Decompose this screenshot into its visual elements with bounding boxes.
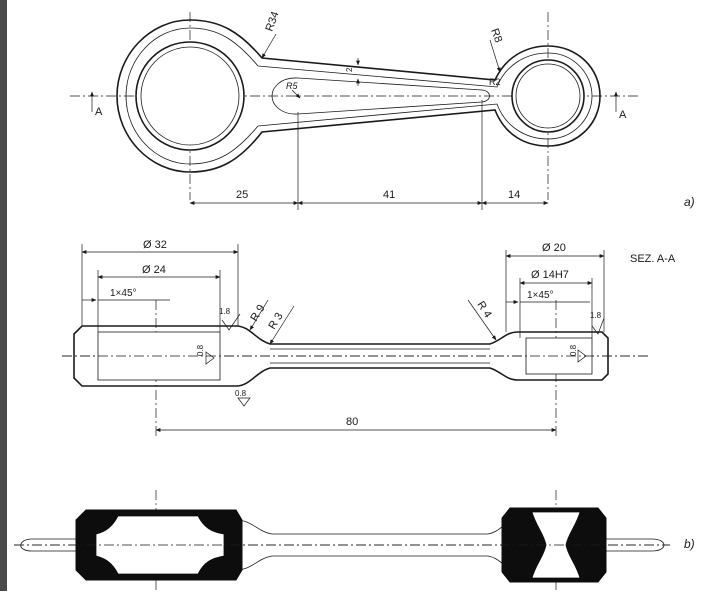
- figure-b-forging-view: b): [14, 490, 695, 591]
- r3-label: R 3: [266, 311, 285, 332]
- dim-80-label: 80: [346, 416, 358, 428]
- svg-text:0.8: 0.8: [196, 344, 205, 356]
- big-end-bore-outer: [135, 41, 245, 151]
- left-border-bar: [0, 0, 7, 591]
- roughness-symbol-1: 1.8: [219, 307, 241, 331]
- rod-outer-contour: [116, 19, 601, 173]
- r5-label: R5: [286, 81, 298, 91]
- section-title: SEZ. A-A: [630, 253, 676, 265]
- r8-label: R8: [488, 27, 504, 44]
- figure-a-plan-view: A A R34 R8 R5 R2 2 25 41 14 a): [70, 10, 695, 210]
- dim-25-label: 25: [236, 189, 248, 201]
- flash-tab-right: [603, 538, 665, 552]
- big-end-bore-inner: [140, 46, 240, 146]
- r34-leader: [261, 33, 277, 59]
- dim-dia20-label: Ø 20: [542, 242, 566, 254]
- dim-dia24-label: Ø 24: [142, 264, 166, 276]
- rib-width-label: 2: [345, 67, 354, 72]
- web-pocket: [271, 77, 490, 115]
- dim-14-label: 14: [508, 189, 520, 201]
- section-a-a-view: SEZ. A-A Ø 32: [62, 239, 676, 438]
- section-body-hatched: [73, 325, 609, 387]
- svg-text:0.8: 0.8: [235, 389, 247, 398]
- r2-label: R2: [489, 77, 501, 87]
- dim-dia14h7-label: Ø 14H7: [531, 269, 569, 281]
- roughness-symbol-5: 0.8: [569, 344, 587, 363]
- figure-a-caption: a): [684, 195, 695, 209]
- r8-leader: [489, 39, 501, 73]
- svg-text:1.8: 1.8: [590, 311, 602, 320]
- r9-leader: [249, 299, 269, 331]
- svg-text:1.8: 1.8: [219, 307, 231, 316]
- roughness-symbol-2: 0.8: [196, 344, 215, 365]
- r34-label: R34: [264, 10, 282, 33]
- r4-leader: [467, 299, 497, 341]
- figure-b-caption: b): [684, 537, 695, 551]
- r5-leader: [291, 89, 301, 99]
- r3-leader: [269, 305, 295, 345]
- small-end-bore-outer: [511, 59, 585, 133]
- dim-41-label: 41: [383, 189, 395, 201]
- roughness-symbol-4: 1.8: [590, 311, 605, 335]
- roughness-symbol-3: 0.8: [235, 389, 251, 407]
- section-label-right: A: [619, 109, 627, 121]
- svg-text:0.8: 0.8: [569, 344, 578, 356]
- small-end-bore-inner: [515, 63, 581, 129]
- section-label-left: A: [95, 106, 103, 118]
- r4-label: R 4: [474, 299, 493, 320]
- flash-tab-left: [20, 538, 81, 552]
- rod-flange-contour: [125, 27, 593, 165]
- dim-dia32-label: Ø 32: [143, 239, 167, 251]
- chamfer-right-label: 1×45°: [527, 290, 554, 301]
- chamfer-left-label: 1×45°: [110, 288, 137, 299]
